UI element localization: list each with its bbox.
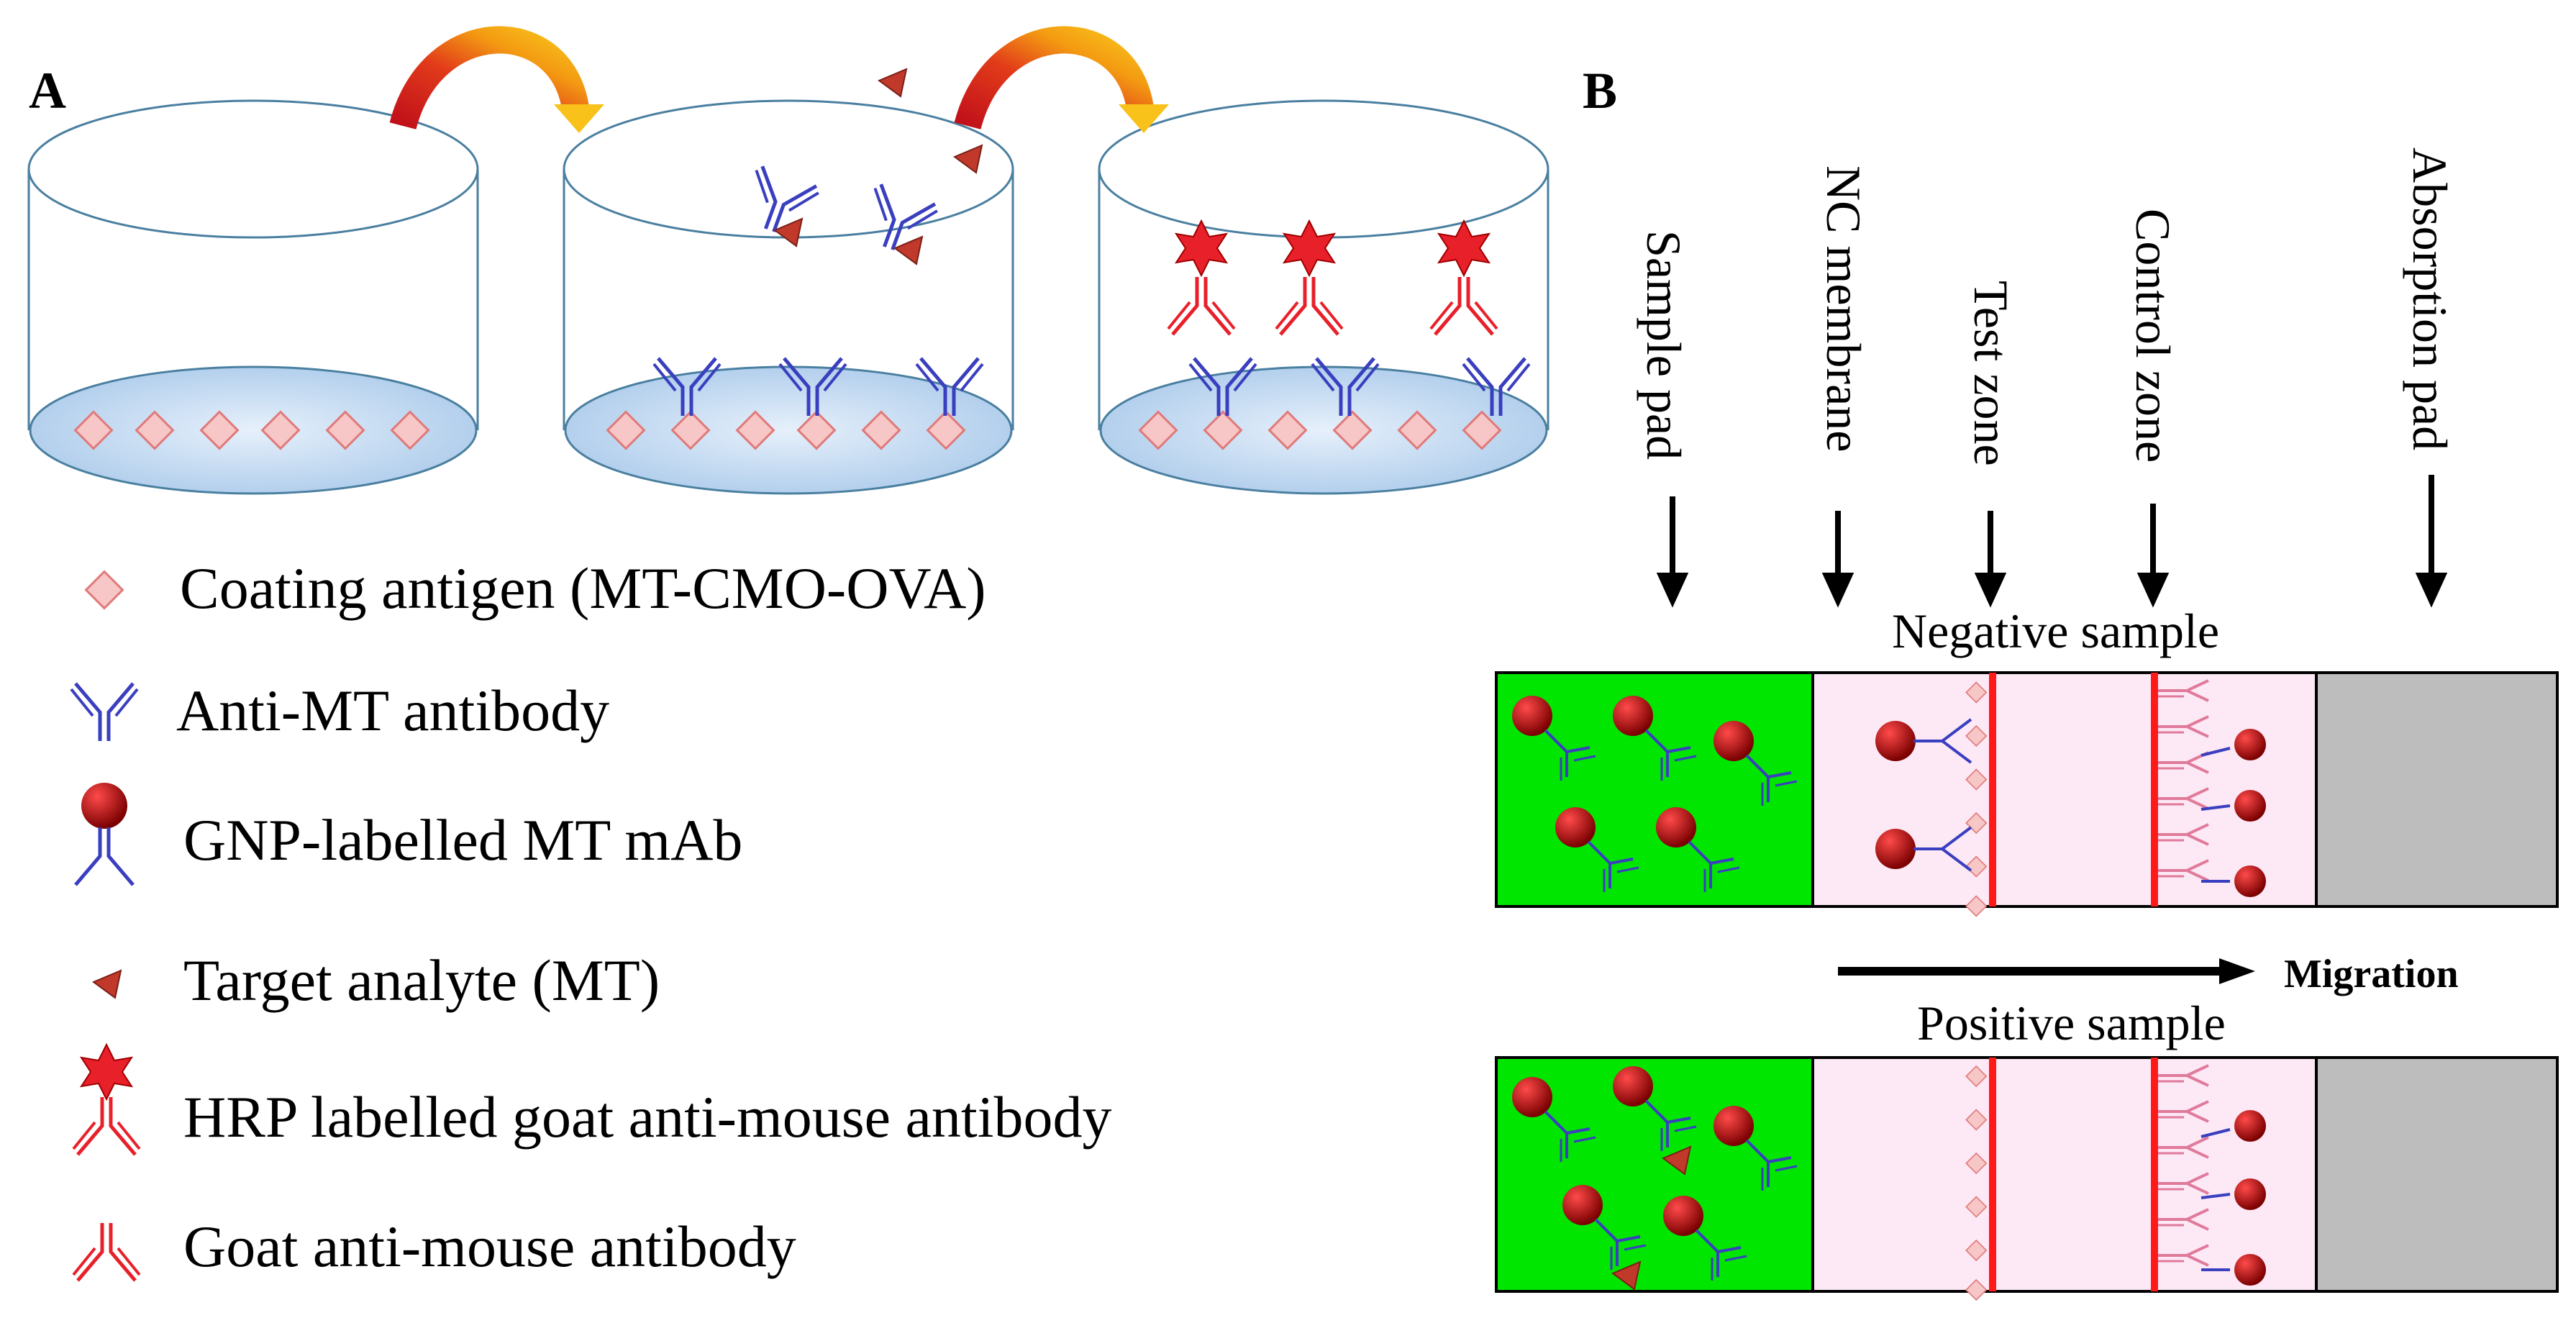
legend-item-6: Goat anti-mouse antibody [73,1214,796,1281]
legend-item-4: Target analyte (MT) [93,947,660,1013]
well-1 [27,99,479,495]
analyte-floating-1 [878,68,907,97]
zone-arrows [1656,475,2448,608]
legend-text-4: Target analyte (MT) [183,947,660,1013]
legend-item-1: Coating antigen (MT-CMO-OVA) [85,555,986,621]
legend-item-2: Anti-MT antibody [71,678,609,743]
analyte-floating-2 [954,145,983,173]
zone-label-nc-membrane: NC membrane [1816,165,1871,452]
panel-a-label: A [29,62,66,119]
zone-label-test-zone: Test zone [1964,281,2019,466]
zone-labels: Sample pad NC membrane Test zone Control… [1637,147,2457,466]
legend-item-5: HRP labelled goat anti-mouse antibody [73,1044,1112,1155]
well-2 [563,99,1014,495]
positive-sample-label: Positive sample [1917,996,2226,1050]
zone-label-sample-pad: Sample pad [1637,230,1691,460]
legend-text-1: Coating antigen (MT-CMO-OVA) [180,555,986,621]
negative-sample-label: Negative sample [1892,604,2219,658]
zone-label-control-zone: Control zone [2126,209,2180,463]
well-3 [1098,99,1549,495]
legend-item-3: GNP-labelled MT mAb [74,783,742,886]
curved-arrow-1 [389,26,604,133]
legend: Coating antigen (MT-CMO-OVA) Anti-MT ant… [71,555,1112,1281]
legend-text-3: GNP-labelled MT mAb [183,807,742,873]
negative-strip [1495,671,2559,917]
migration-arrow: Migration [1838,952,2459,996]
legend-text-5: HRP labelled goat anti-mouse antibody [183,1084,1112,1150]
migration-label: Migration [2284,952,2459,996]
curved-arrow-2 [954,26,1169,133]
legend-text-2: Anti-MT antibody [176,678,609,743]
positive-strip [1495,1056,2559,1301]
legend-text-6: Goat anti-mouse antibody [183,1214,796,1279]
zone-label-absorption-pad: Absorption pad [2403,147,2457,450]
panel-b-label: B [1583,62,1617,119]
